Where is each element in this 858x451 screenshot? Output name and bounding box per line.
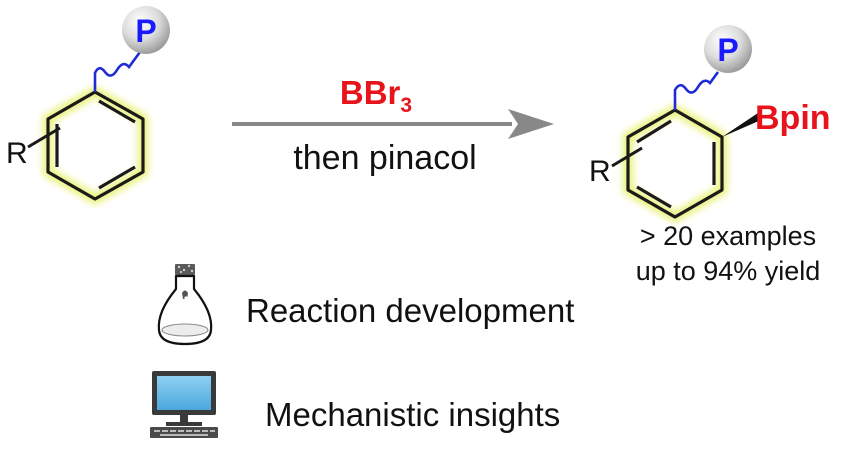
reagent-bbr-subscript: 3 bbox=[400, 94, 412, 117]
product-r-label: R bbox=[589, 155, 611, 188]
product-wedge-bond bbox=[722, 113, 761, 137]
reactant-p-label: P bbox=[135, 13, 156, 49]
product-bpin-label: Bpin bbox=[755, 99, 831, 137]
reactant-molecule: R P bbox=[6, 6, 170, 205]
reactant-ring-glow bbox=[42, 86, 149, 205]
product-p-label: P bbox=[717, 32, 738, 68]
reagent-bbr-main: BBr bbox=[340, 74, 401, 111]
feature-mechanistic-insights: Mechanistic insights bbox=[265, 396, 560, 433]
product-yield-text: up to 94% yield bbox=[636, 256, 821, 286]
reactant-r-bond bbox=[27, 126, 61, 149]
feature-reaction-development: Reaction development bbox=[246, 292, 574, 329]
reagent-bbr3: BBr3 bbox=[340, 74, 412, 117]
product-molecule: Bpin R P > 20 examples up to 94% yield bbox=[589, 25, 831, 286]
reaction-arrow-group: BBr3 then pinacol bbox=[232, 74, 554, 177]
product-ring-glow bbox=[622, 104, 728, 223]
product-tether bbox=[673, 71, 720, 110]
product-examples-text: > 20 examples bbox=[640, 221, 816, 251]
computer-icon bbox=[150, 371, 218, 438]
reagent-then-pinacol: then pinacol bbox=[293, 139, 476, 177]
reactant-tether bbox=[93, 51, 142, 92]
flask-icon bbox=[157, 264, 213, 346]
reaction-arrow-head bbox=[508, 109, 554, 139]
product-p-sphere: P bbox=[704, 25, 752, 73]
product-r-bond bbox=[611, 146, 643, 168]
reactant-r-label: R bbox=[6, 137, 28, 170]
reactant-p-sphere: P bbox=[122, 6, 170, 54]
